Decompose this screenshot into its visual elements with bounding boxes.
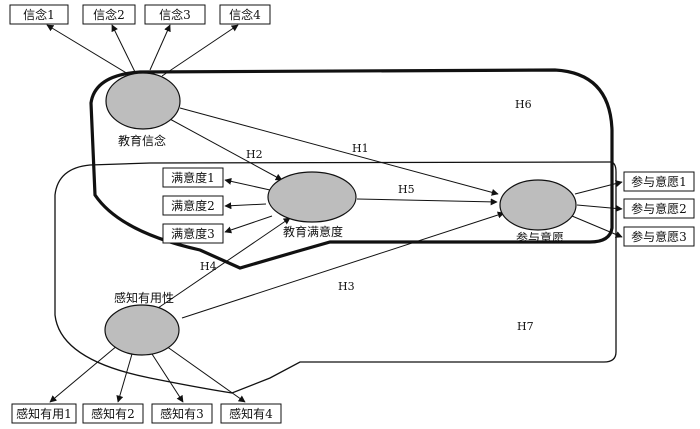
belief-indicator-box-3 [144, 4, 206, 25]
belief-indicator-2: 信念2 [93, 7, 125, 22]
usefulness-indicator-box-2 [82, 403, 144, 424]
arrow-intention-to-indicator-2 [576, 204, 623, 212]
satisfaction-indicator-box-3 [162, 223, 224, 244]
path-label-h5: H5 [398, 183, 415, 196]
usefulness-indicator-3: 感知有3 [160, 406, 204, 421]
belief-indicator-box-4 [219, 4, 271, 25]
arrow-satisfaction-to-indicator-3 [224, 215, 273, 234]
measurement-arrows [46, 24, 623, 403]
satisfaction-indicator-3: 满意度3 [171, 226, 215, 241]
belief-indicator-3: 信念3 [159, 7, 191, 22]
path-h2-arrow [167, 117, 283, 181]
belief-indicator-1: 信念1 [23, 7, 55, 22]
path-label-h7: H7 [517, 320, 534, 333]
structural-paths [157, 107, 505, 319]
arrow-belief-to-indicator-2 [111, 24, 136, 73]
intention-indicator-2: 参与意愿2 [631, 201, 687, 216]
satisfaction-node [267, 171, 357, 223]
arrow-satisfaction-to-indicator-1 [224, 177, 271, 191]
path-h1-arrow [179, 107, 499, 196]
region-h6-outline [89, 68, 614, 270]
path-label-h4: H4 [200, 260, 217, 273]
usefulness-indicator-box-3 [151, 403, 213, 424]
arrow-usefulness-to-indicator-1 [49, 344, 119, 403]
arrow-belief-to-indicator-4 [161, 24, 239, 77]
intention-indicator-box-2 [623, 198, 695, 219]
path-label-h6: H6 [515, 98, 532, 111]
usefulness-label: 感知有用性 [114, 290, 174, 305]
intention-indicator-1: 参与意愿1 [631, 174, 687, 189]
construct-nodes [104, 72, 577, 356]
usefulness-indicator-4: 感知有4 [229, 406, 273, 421]
arrow-intention-to-indicator-3 [571, 215, 623, 238]
satisfaction-indicator-2: 满意度2 [171, 198, 215, 213]
path-h3-arrow [181, 211, 505, 319]
intention-indicators: 参与意愿1 参与意愿2 参与意愿3 [623, 171, 695, 247]
satisfaction-indicator-box-2 [162, 195, 224, 216]
arrow-usefulness-to-indicator-3 [151, 353, 184, 403]
region-h7-outline [54, 161, 617, 394]
belief-node [105, 72, 181, 130]
path-label-h2: H2 [246, 148, 263, 161]
path-h5-arrow [356, 198, 498, 206]
intention-node [499, 179, 577, 231]
usefulness-indicator-box-4 [220, 403, 282, 424]
arrow-belief-to-indicator-1 [46, 24, 129, 75]
path-h4-arrow [157, 217, 291, 309]
usefulness-indicator-box-1 [11, 403, 77, 424]
intention-indicator-box-1 [623, 171, 695, 192]
arrow-intention-to-indicator-1 [574, 180, 623, 195]
arrow-usefulness-to-indicator-4 [165, 345, 246, 403]
path-label-h1: H1 [352, 142, 369, 155]
belief-label: 教育信念 [118, 133, 166, 148]
usefulness-indicators: 感知有用1 感知有2 感知有3 感知有4 [11, 403, 282, 424]
usefulness-indicator-1: 感知有用1 [16, 406, 72, 421]
arrow-usefulness-to-indicator-2 [116, 353, 133, 403]
arrow-satisfaction-to-indicator-2 [224, 202, 267, 210]
satisfaction-indicators: 满意度1 满意度2 满意度3 [162, 167, 224, 244]
path-label-h3: H3 [338, 280, 355, 293]
intention-indicator-box-3 [623, 226, 695, 247]
satisfaction-indicator-1: 满意度1 [171, 170, 215, 185]
arrow-belief-to-indicator-3 [149, 24, 171, 71]
belief-indicator-box-1 [9, 4, 69, 25]
belief-indicator-4: 信念4 [229, 7, 261, 22]
satisfaction-indicator-box-1 [162, 167, 224, 188]
belief-indicators: 信念1 信念2 信念3 信念4 [9, 4, 271, 25]
usefulness-node [104, 304, 180, 356]
belief-indicator-box-2 [82, 4, 136, 25]
satisfaction-label: 教育满意度 [283, 224, 343, 239]
usefulness-indicator-2: 感知有2 [91, 406, 135, 421]
intention-label: 参与意愿 [516, 230, 564, 245]
intention-indicator-3: 参与意愿3 [631, 229, 687, 244]
